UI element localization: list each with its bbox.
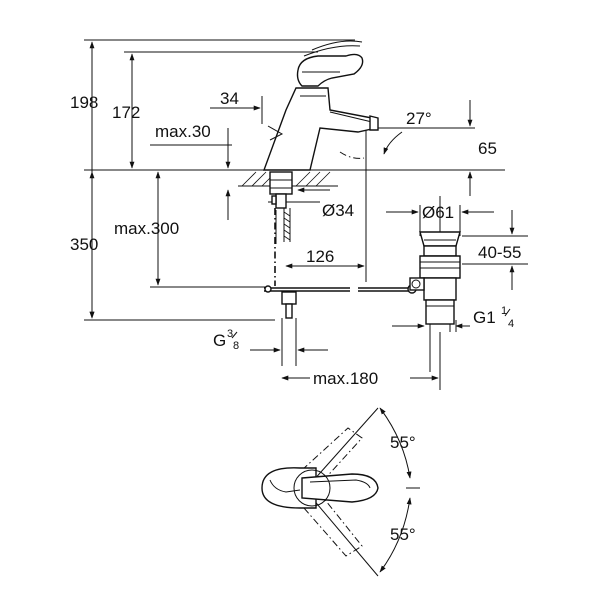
dimension-65-label: 65 bbox=[478, 139, 497, 158]
dimension-198: 198 bbox=[70, 41, 98, 319]
dimension-g114-denominator: 4 bbox=[508, 318, 514, 330]
angle-55-top-label: 55° bbox=[390, 433, 416, 452]
angle-55-bottom-label: 55° bbox=[390, 525, 416, 544]
faucet-body bbox=[262, 87, 377, 171]
faucet-top-view: 55° 55° bbox=[261, 407, 420, 577]
dimension-phi61: Ø61 bbox=[386, 203, 494, 236]
dimension-max300: max.300 bbox=[114, 171, 179, 286]
dimension-max180: max.180 bbox=[281, 332, 441, 390]
dimension-g38-denominator: 8 bbox=[233, 340, 239, 352]
dimension-172-label: 172 bbox=[112, 103, 140, 122]
dimension-g38-numerator: 3 bbox=[227, 328, 233, 340]
drain-waste bbox=[409, 196, 461, 372]
dimension-g114-label: G1 bbox=[473, 308, 496, 327]
dimension-max30-label: max.30 bbox=[155, 122, 211, 141]
dimension-40-55-label: 40-55 bbox=[478, 243, 521, 262]
dimension-126-label: 126 bbox=[306, 247, 334, 266]
dimension-max30: max.30 bbox=[155, 122, 231, 220]
dimension-40-55: 40-55 bbox=[462, 210, 528, 290]
dimension-172: 172 bbox=[112, 53, 140, 169]
dimension-max180-label: max.180 bbox=[313, 369, 378, 388]
dimension-198-label: 198 bbox=[70, 93, 98, 112]
dimension-350-label: 350 bbox=[70, 235, 98, 254]
dimension-g114: G1 1 4 bbox=[392, 305, 514, 332]
dimension-34-label: 34 bbox=[220, 89, 239, 108]
dimension-phi61-label: Ø61 bbox=[422, 203, 454, 222]
top-lever bbox=[301, 473, 379, 503]
dimension-350: 350 bbox=[70, 171, 98, 319]
dimension-phi34-label: Ø34 bbox=[322, 201, 354, 220]
dimension-126: 126 bbox=[285, 130, 367, 282]
dimension-27deg: 27° bbox=[383, 109, 432, 155]
dimension-65: 65 bbox=[467, 100, 497, 196]
lever-handle bbox=[296, 53, 364, 87]
connection-rod bbox=[264, 284, 417, 319]
dimension-g38: G 3 8 bbox=[213, 318, 328, 366]
dimension-27deg-label: 27° bbox=[406, 109, 432, 128]
dimension-max300-label: max.300 bbox=[114, 219, 179, 238]
dimension-g114-numerator: 1 bbox=[501, 305, 507, 317]
mounting-shank bbox=[269, 171, 293, 244]
faucet-side-view bbox=[262, 40, 379, 171]
dimension-phi34: Ø34 bbox=[268, 187, 354, 220]
dimension-g38-label: G bbox=[213, 331, 226, 350]
